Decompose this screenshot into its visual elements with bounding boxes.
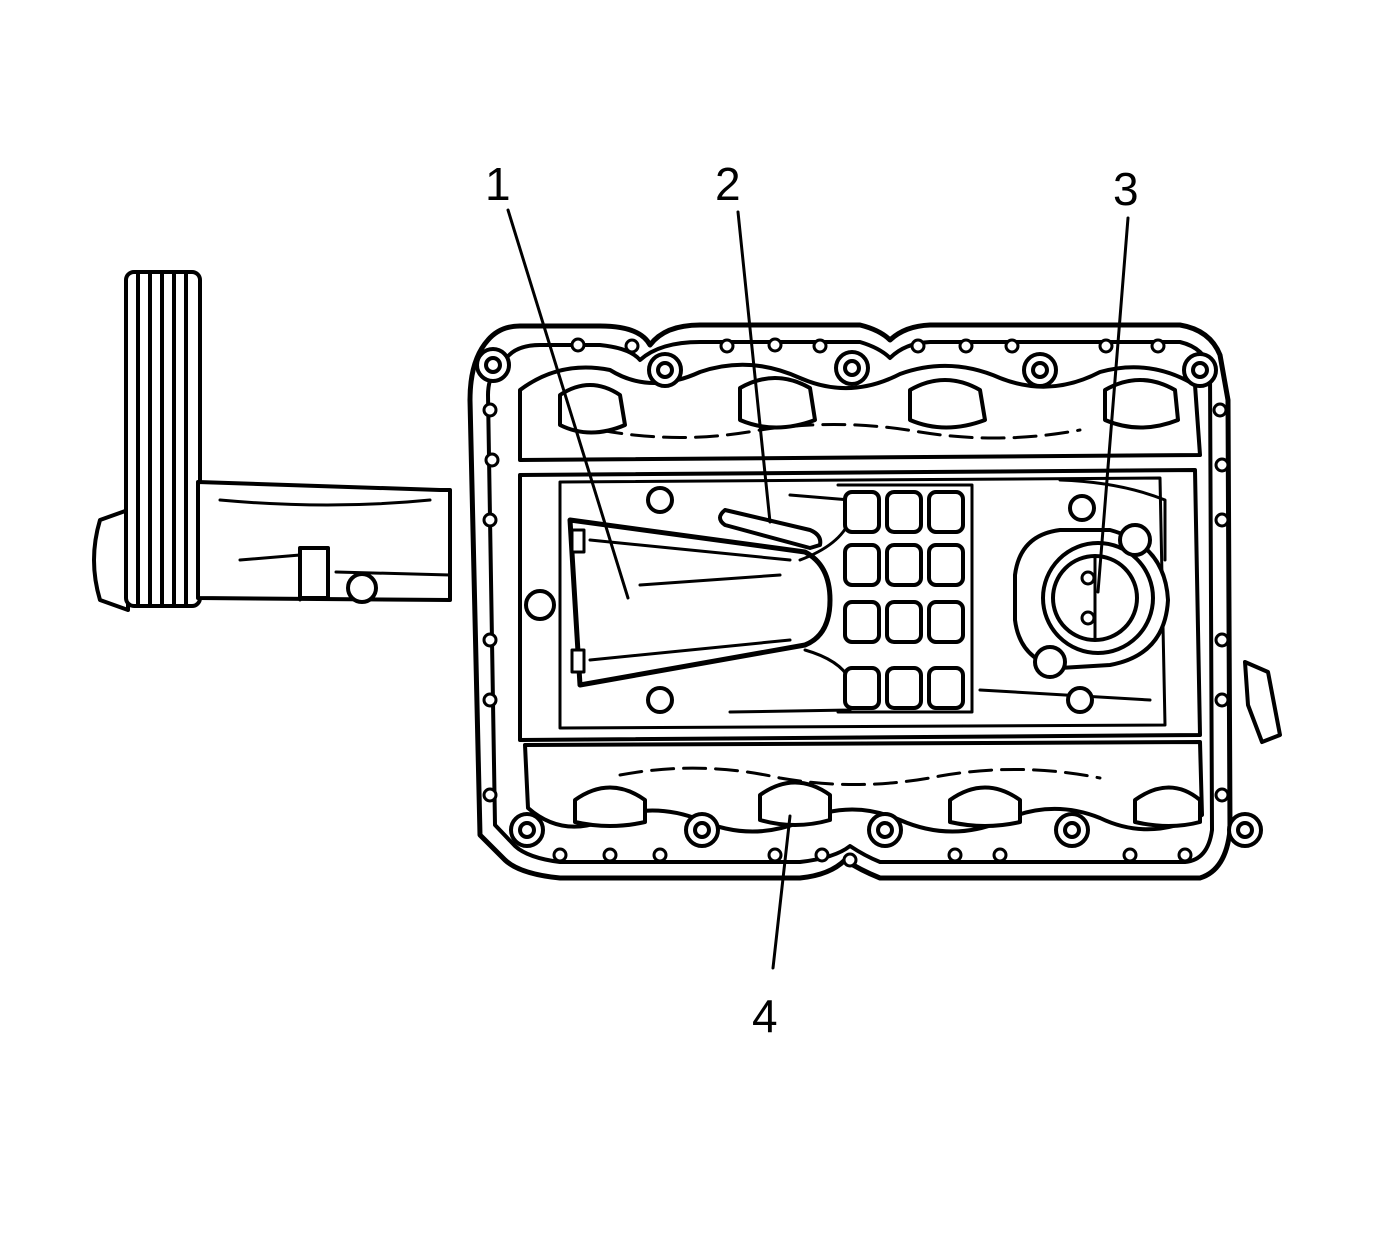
leader-line-3 (1096, 216, 1130, 594)
leader-line-1 (506, 208, 630, 600)
leader-line-4 (771, 814, 792, 970)
callout-4: 4 (752, 990, 778, 1042)
drive-pulley (92, 270, 452, 612)
callout-2: 2 (715, 158, 741, 210)
callout-1: 1 (485, 158, 511, 210)
cooler-grid (836, 483, 974, 714)
leader-lines (506, 208, 1130, 970)
throttle-bore (1013, 523, 1282, 744)
bolt-bosses (475, 337, 1263, 868)
callout-3: 3 (1113, 163, 1139, 215)
leader-line-2 (736, 210, 772, 524)
coolant-tube (718, 508, 823, 550)
